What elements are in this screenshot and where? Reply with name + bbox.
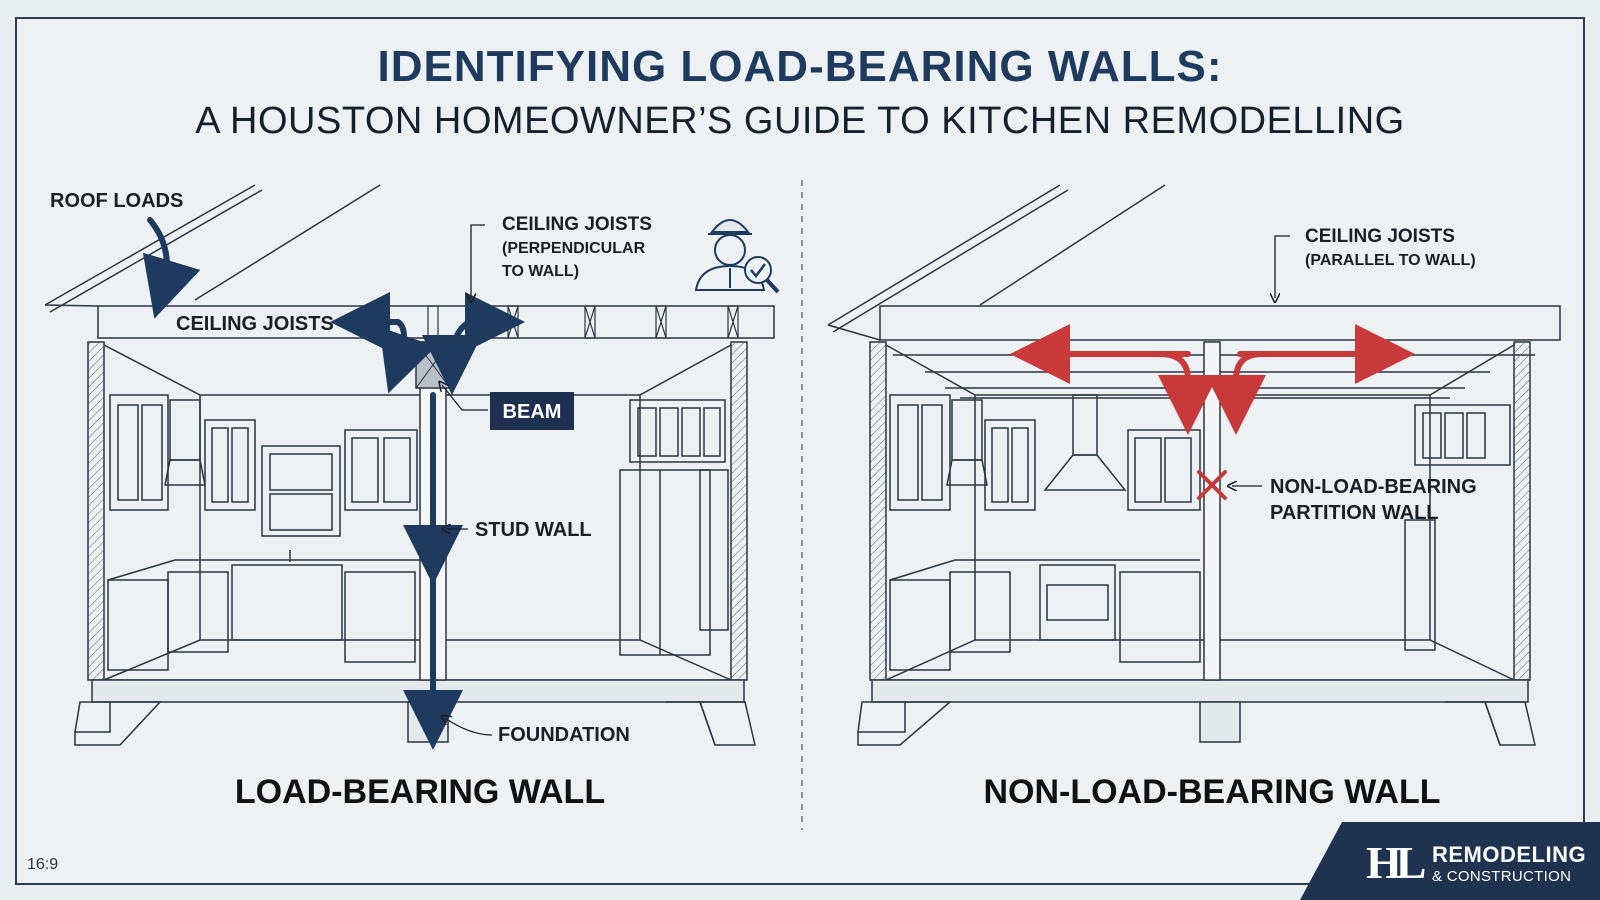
title-subheading: A HOUSTON HOMEOWNER’S GUIDE TO KITCHEN R… xyxy=(195,100,1405,142)
right-caption: NON-LOAD-BEARING WALL xyxy=(983,773,1440,811)
ceiling-joists-note-line2: (PERPENDICULAR xyxy=(502,240,646,257)
foundation-label: FOUNDATION xyxy=(498,724,630,746)
ceiling-joists-perpendicular-callout: CEILING JOISTS (PERPENDICULAR TO WALL) xyxy=(471,214,652,298)
foundation-callout: FOUNDATION xyxy=(445,718,630,746)
ceiling-joists-parallel-line2: (PARALLEL TO WALL) xyxy=(1305,252,1476,269)
red-x-icon xyxy=(1197,470,1227,500)
stud-wall-label: STUD WALL xyxy=(475,519,592,541)
logo-line1: REMODELING xyxy=(1432,842,1587,867)
inspector-icon xyxy=(694,219,780,294)
left-house xyxy=(44,184,775,746)
company-logo: HL REMODELING & CONSTRUCTION xyxy=(1300,822,1600,900)
partition-label-line2: PARTITION WALL xyxy=(1270,502,1439,524)
ceiling-joists-note-line1: CEILING JOISTS xyxy=(502,214,652,235)
aspect-ratio-note: 16:9 xyxy=(27,856,59,873)
logo-line2: & CONSTRUCTION xyxy=(1432,868,1572,885)
magnifier-check-icon xyxy=(744,256,780,294)
partition-wall xyxy=(1203,341,1221,681)
frame xyxy=(15,17,1585,885)
partition-wall-callout: NON-LOAD-BEARING PARTITION WALL xyxy=(1232,476,1477,524)
roof-loads-label: ROOF LOADS xyxy=(50,190,183,212)
partition-label-line1: NON-LOAD-BEARING xyxy=(1270,476,1477,498)
beam-label: BEAM xyxy=(503,401,562,423)
redirected-load-arrows xyxy=(1010,324,1415,435)
logo-mark: HL xyxy=(1366,837,1427,888)
stud-wall-callout: STUD WALL xyxy=(446,519,592,541)
beam-badge xyxy=(490,392,574,430)
ceiling-joists-parallel-line1: CEILING JOISTS xyxy=(1305,226,1455,247)
ceiling-joists-parallel-callout: CEILING JOISTS (PARALLEL TO WALL) xyxy=(1275,226,1476,298)
ceiling-joists-label: CEILING JOISTS xyxy=(176,313,334,335)
logo-background xyxy=(1300,822,1600,900)
beam-callout: BEAM xyxy=(442,385,574,430)
title-heading: IDENTIFYING LOAD-BEARING WALLS: xyxy=(377,42,1223,91)
left-caption: LOAD-BEARING WALL xyxy=(235,773,605,811)
ceiling-joists-note-line3: TO WALL) xyxy=(502,263,579,280)
roof-load-arrow xyxy=(142,217,201,319)
load-path-arrows xyxy=(142,217,525,750)
right-house xyxy=(827,184,1561,746)
